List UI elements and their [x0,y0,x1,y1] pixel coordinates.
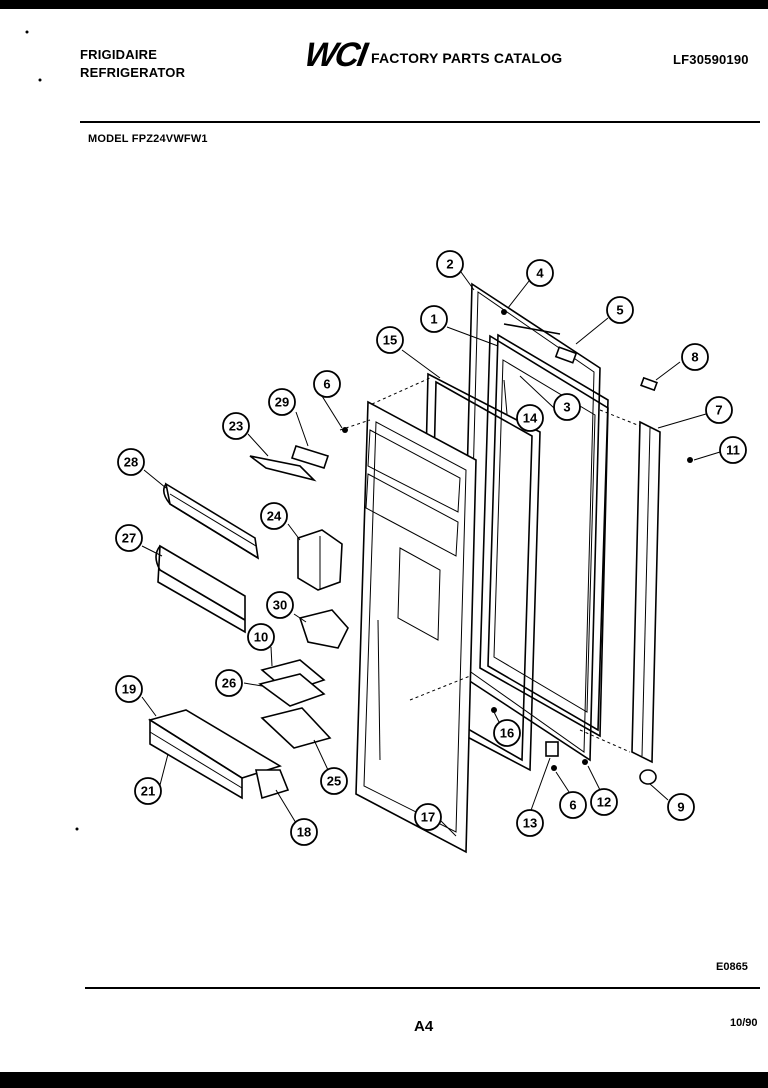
callout-15: 15 [376,326,404,354]
bottom-door-shelf [148,709,282,800]
callout-27: 27 [115,524,143,552]
small-fasteners [342,309,693,771]
callout-6b: 6 [559,791,587,819]
dispenser-housing [297,529,343,591]
callout-leaders [141,271,721,837]
callout-8: 8 [681,343,709,371]
footer-rule [85,987,760,989]
inner-door-liner [355,400,477,854]
bottom-scan-border [0,1072,768,1088]
bracket [298,609,349,649]
publication-number: LF30590190 [673,52,749,67]
callout-label: 21 [141,784,155,799]
callout-5: 5 [606,296,634,324]
callout-label: 8 [691,350,698,365]
callout-label: 1 [430,312,437,327]
callout-11: 11 [719,436,747,464]
callout-18: 18 [290,818,318,846]
callout-25: 25 [320,767,348,795]
model-number: MODEL FPZ24VWFW1 [88,133,208,145]
callout-29: 29 [268,388,296,416]
callout-23: 23 [222,412,250,440]
callout-19: 19 [115,675,143,703]
brand-name: FRIGIDAIRE [80,47,158,62]
dairy-bin [258,673,326,707]
header-rule [80,121,760,123]
door-shelf-upper [162,482,260,560]
callout-label: 28 [124,455,138,470]
callout-21: 21 [134,777,162,805]
callout-13: 13 [516,809,544,837]
page-number: A4 [414,1018,434,1035]
callout-label: 6 [323,377,330,392]
callout-label: 16 [500,726,514,741]
callout-label: 7 [715,403,722,418]
callout-24: 24 [260,502,288,530]
callout-10: 10 [247,623,275,651]
callout-7: 7 [705,396,733,424]
door-shelf-lower [155,544,246,634]
product-type: REFRIGERATOR [80,65,186,80]
scan-speck [75,827,79,831]
callout-label: 13 [523,816,537,831]
callout-label: 30 [273,598,287,613]
callout-label: 6 [569,798,576,813]
callout-label: 24 [267,509,282,524]
callout-label: 10 [254,630,268,645]
callout-label: 12 [597,795,611,810]
callout-label: 27 [122,531,136,546]
callout-label: 26 [222,676,236,691]
butter-door [249,455,317,482]
callout-16: 16 [493,719,521,747]
callout-label: 4 [536,266,544,281]
callout-label: 2 [446,257,453,272]
callout-label: 25 [327,774,341,789]
door-handle [631,376,661,785]
revision-date: 10/90 [730,1017,758,1029]
egg-bin [260,707,332,749]
callout-30: 30 [266,591,294,619]
callout-label: 9 [677,800,684,815]
catalog-title: FACTORY PARTS CATALOG [371,50,563,66]
callout-label: 5 [616,303,623,318]
callout-label: 19 [122,682,136,697]
scan-speck [38,78,42,82]
callout-28: 28 [117,448,145,476]
outer-door-panel [479,333,609,738]
hinge-pin [290,445,330,469]
scan-speck [25,30,29,34]
drawing-code: E0865 [716,961,748,973]
callout-12: 12 [590,788,618,816]
callout-17: 17 [414,803,442,831]
callout-6: 6 [313,370,341,398]
shelf-end-bracket [255,769,290,800]
callout-label: 17 [421,810,435,825]
callout-4: 4 [526,259,554,287]
assembly-guide-lines [339,377,641,753]
callout-14: 14 [516,404,544,432]
callout-26: 26 [215,669,243,697]
callout-2: 2 [436,250,464,278]
callout-3: 3 [553,393,581,421]
callout-label: 18 [297,825,311,840]
callout-label: 29 [275,395,289,410]
callout-label: 23 [229,419,243,434]
callout-label: 15 [383,333,397,348]
callout-9: 9 [667,793,695,821]
callout-label: 14 [523,411,538,426]
top-scan-border [0,0,768,9]
callout-label: 11 [726,443,740,458]
callout-1: 1 [420,305,448,333]
callout-label: 3 [563,400,570,415]
